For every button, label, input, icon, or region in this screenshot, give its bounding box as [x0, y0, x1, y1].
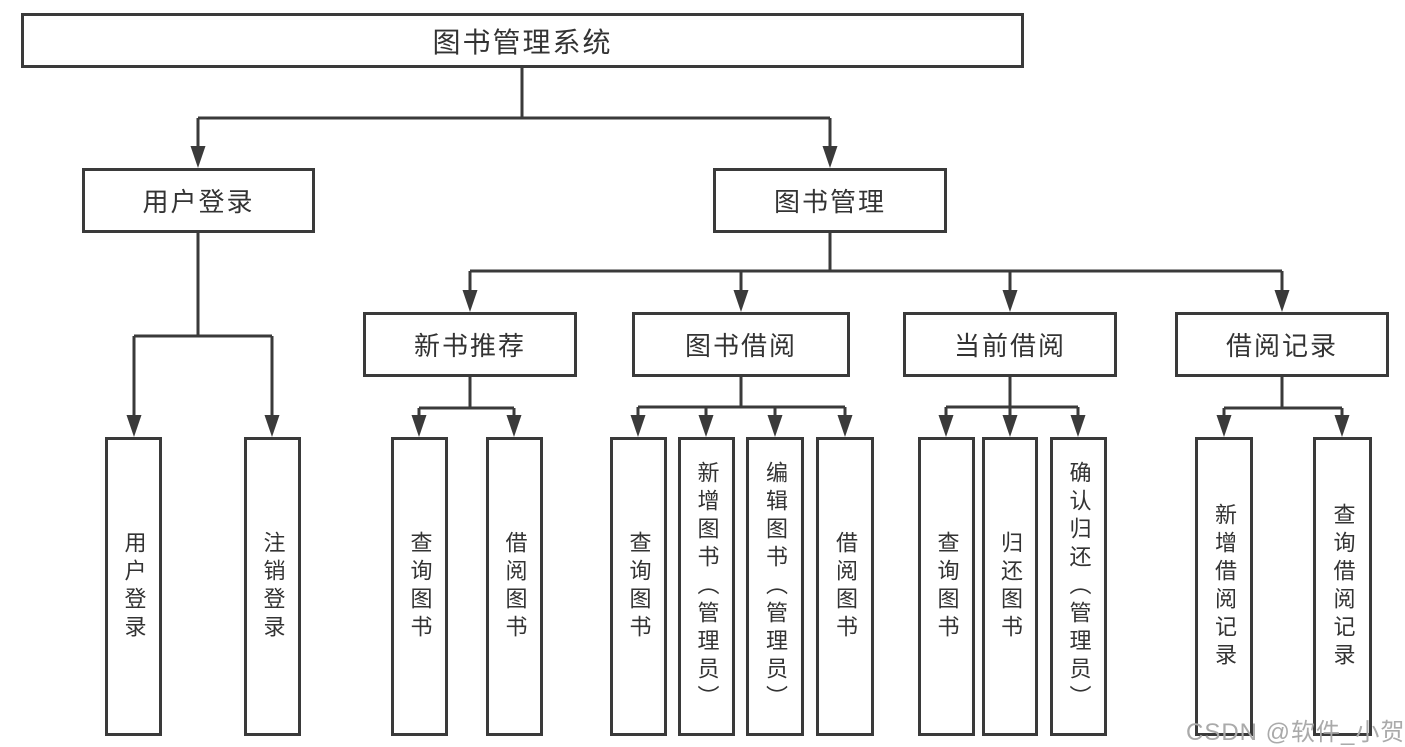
node-leaf-edit-book-admin: 编辑图书（管理员） [746, 437, 804, 736]
node-leaf-query-books-1: 查询图书 [391, 437, 448, 736]
node-library-management-system: 图书管理系统 [21, 13, 1024, 68]
node-leaf-logout: 注销登录 [244, 437, 301, 736]
node-label: 新增借阅记录 [1212, 502, 1237, 671]
node-leaf-return-book: 归还图书 [982, 437, 1038, 736]
node-label: 确认归还（管理员） [1066, 460, 1092, 713]
node-leaf-borrow-book-2: 借阅图书 [816, 437, 874, 736]
node-label: 查询图书 [934, 530, 960, 643]
node-label: 查询图书 [626, 530, 652, 643]
node-leaf-query-books-3: 查询图书 [918, 437, 975, 736]
node-label: 新书推荐 [413, 331, 526, 361]
node-label: 当前借阅 [953, 331, 1066, 361]
node-leaf-query-books-2: 查询图书 [610, 437, 667, 736]
csdn-watermark: CSDN @软件_小贺同学 [1186, 719, 1405, 746]
node-label: 用户登录 [142, 187, 255, 217]
node-borrowing-records: 借阅记录 [1175, 312, 1389, 377]
node-label: 借阅图书 [833, 530, 858, 643]
node-label: 借阅记录 [1225, 331, 1338, 361]
node-leaf-query-borrow-record: 查询借阅记录 [1313, 437, 1372, 736]
node-new-book-recommend: 新书推荐 [363, 312, 577, 377]
node-leaf-add-borrow-record: 新增借阅记录 [1195, 437, 1253, 736]
node-label: 图书管理系统 [432, 26, 613, 58]
node-user-login: 用户登录 [82, 168, 315, 233]
node-leaf-user-login: 用户登录 [105, 437, 162, 736]
node-label: 借阅图书 [502, 530, 528, 643]
node-current-borrowing: 当前借阅 [903, 312, 1117, 377]
node-label: 用户登录 [121, 530, 147, 643]
node-leaf-borrow-book-1: 借阅图书 [486, 437, 543, 736]
node-book-borrowing: 图书借阅 [632, 312, 850, 377]
node-label: 归还图书 [998, 530, 1023, 643]
node-label: 注销登录 [260, 530, 286, 643]
node-label: 编辑图书（管理员） [763, 460, 788, 713]
node-label: 图书借阅 [684, 331, 797, 361]
node-leaf-confirm-return-admin: 确认归还（管理员） [1050, 437, 1107, 736]
node-label: 查询图书 [407, 530, 433, 643]
node-label: 图书管理 [773, 187, 886, 217]
node-label: 查询借阅记录 [1330, 502, 1356, 671]
node-leaf-add-book-admin: 新增图书（管理员） [678, 437, 735, 736]
node-label: 新增图书（管理员） [694, 460, 720, 713]
node-book-management: 图书管理 [713, 168, 947, 233]
